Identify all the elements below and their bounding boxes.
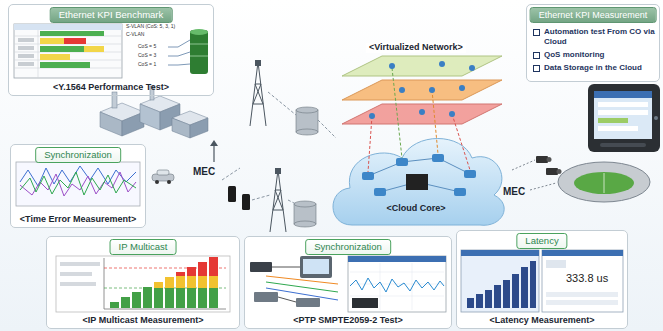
diagram-label: <Virtualized Network> (366, 43, 466, 53)
panel-caption: <Time Error Measurement> (11, 214, 145, 225)
panel-header: Latency (516, 233, 567, 249)
panel-caption: <Latency Measurement> (457, 315, 627, 326)
panel-header: Ethernet KPI Benchmark (50, 7, 173, 23)
bullet-list: Automation test From CO via CloudQoS mon… (533, 27, 655, 76)
diagram-label: MEC (503, 186, 525, 197)
panel-header: Synchronization (35, 147, 121, 163)
diagram-label: S-VLAN (CoS: 5, 3, 1) (126, 24, 175, 30)
panel-header: Synchronization (305, 239, 391, 255)
bullet-item: QoS monitoring (533, 50, 655, 60)
cloud-node: <Cloud Core> (322, 40, 512, 230)
diagram-label: CoS = 5 (138, 44, 156, 50)
bullet-text: QoS monitoring (544, 50, 604, 60)
panel-box: Synchronization <PTP SMPTE2059-2 Test> (244, 236, 452, 329)
panel-caption: <IP Multicast Measurement> (47, 315, 239, 326)
cloud-shape (322, 40, 512, 230)
diagram-label: C-VLAN (126, 32, 144, 38)
diagram-label: 333.8 us (566, 272, 608, 284)
panel-box: IP Multicast <IP Multicast Measurement> (46, 236, 240, 329)
bullet-text: Automation test From CO via Cloud (544, 27, 655, 47)
bullet-box (533, 52, 540, 59)
bullet-box (533, 65, 540, 72)
bullet-box (533, 29, 540, 36)
panel-box: Ethernet KPI Benchmark <Y.1564 Performanc… (8, 4, 214, 96)
bullet-item: Data Storage in the Cloud (533, 63, 655, 73)
cloud-label: <Cloud Core> (332, 203, 500, 214)
bullet-text: Data Storage in the Cloud (544, 63, 642, 73)
panel-box: Ethernet KPI MeasurementAutomation test … (526, 4, 660, 82)
diagram-label: CoS = 3 (138, 53, 156, 59)
panel-header: IP Multicast (110, 239, 177, 255)
panel-caption: <PTP SMPTE2059-2 Test> (245, 315, 451, 326)
diagram-label: MEC (193, 166, 215, 177)
diagram-label: CoS = 1 (138, 62, 156, 68)
panel-header: Ethernet KPI Measurement (530, 7, 657, 23)
bullet-item: Automation test From CO via Cloud (533, 27, 655, 47)
panel-caption: <Y.1564 Performance Test> (9, 82, 213, 93)
panel-box: Synchronization <Time Error Measurement> (10, 144, 146, 228)
